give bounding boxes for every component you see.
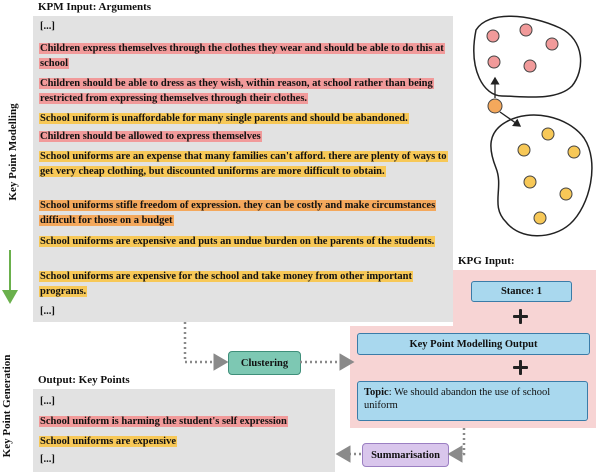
argument-line: Children should be allowed to express th…: [39, 131, 262, 142]
argument-line: School uniforms stifle freedom of expres…: [39, 200, 437, 226]
key-point-line: [...]: [40, 454, 55, 465]
plus-icon: [513, 309, 528, 324]
key-point-line: School uniforms are expensive: [39, 436, 178, 447]
kpm-input-title: KPM Input: Arguments: [38, 1, 152, 13]
red-dot: [519, 23, 533, 37]
stance-box: Stance: 1: [471, 281, 572, 302]
argument-line: Children should be able to dress as they…: [39, 78, 434, 104]
summarisation-box: Summarisation: [362, 443, 449, 467]
key-point-line: School uniform is harming the student's …: [39, 416, 288, 427]
topic-prefix: Topic: [364, 387, 389, 398]
topic-text: : We should abandon the use of school un…: [364, 387, 551, 411]
red-dot: [487, 55, 501, 69]
key-point-line: [...]: [40, 396, 55, 407]
yellow-dot: [533, 211, 547, 225]
yellow-dot: [567, 145, 581, 159]
connector-to-clustering: [183, 322, 229, 371]
cluster-blob-bottom: [490, 114, 593, 237]
yellow-dot: [541, 127, 555, 141]
connector-to-summarisation: [447, 428, 466, 463]
red-dot: [486, 29, 500, 43]
argument-line: School uniform is unaffordable for many …: [39, 113, 409, 124]
argument-line: School uniforms are an expense that many…: [39, 151, 448, 177]
clustering-box: Clustering: [228, 351, 301, 375]
arrow-down-right: [499, 111, 522, 127]
argument-line: School uniforms are expensive and puts a…: [39, 236, 436, 247]
output-panel: [...] School uniform is harming the stud…: [33, 389, 335, 472]
kpm-input-panel: [...] Children express themselves throug…: [33, 16, 453, 322]
output-title: Output: Key Points: [38, 374, 130, 386]
cluster-blob-top: [473, 15, 582, 98]
argument-line: [...]: [40, 21, 55, 32]
topic-box: Topic: We should abandon the use of scho…: [357, 381, 588, 421]
kpg-input-title: KPG Input:: [458, 255, 515, 267]
yellow-dot: [559, 187, 573, 201]
red-dot: [523, 59, 537, 73]
argument-line: [...]: [40, 306, 55, 317]
plus-icon: [513, 360, 528, 375]
red-dot: [545, 37, 559, 51]
argument-line: Children express themselves through the …: [39, 43, 445, 69]
kpm-output-box: Key Point Modelling Output: [357, 333, 590, 355]
yellow-dot: [517, 143, 531, 157]
yellow-dot: [523, 175, 537, 189]
argument-line: School uniforms are expensive for the sc…: [39, 271, 413, 297]
orange-dot: [487, 98, 503, 114]
